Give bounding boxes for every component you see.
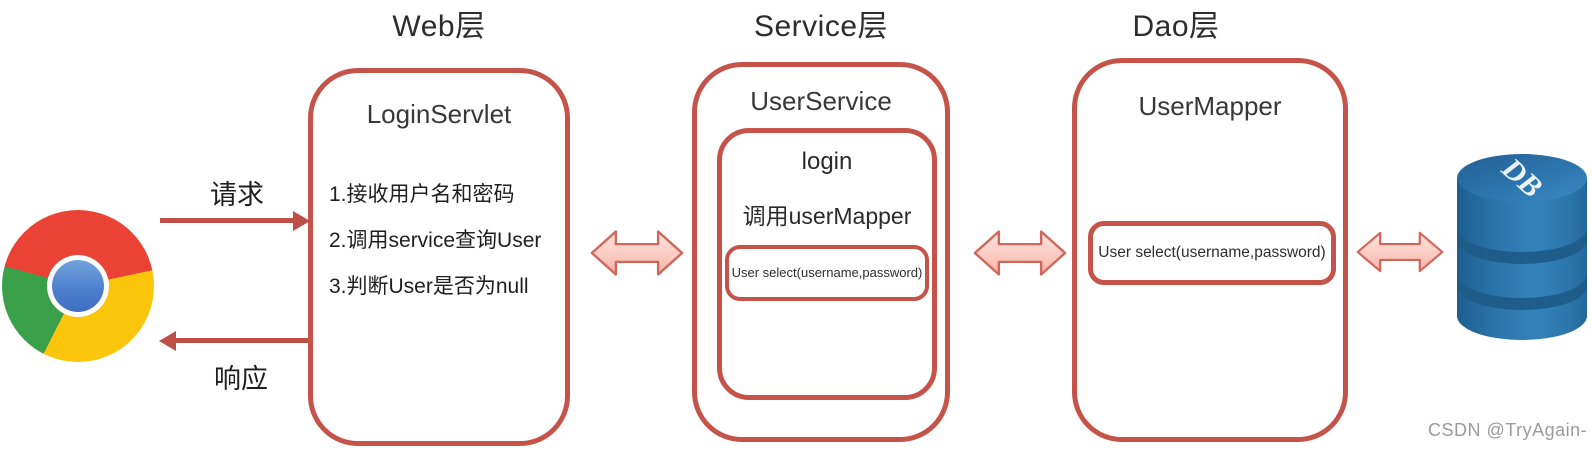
login-servlet-steps: 1.接收用户名和密码 2.调用service查询User 3.判断User是否为… <box>329 183 541 321</box>
dao-db-double-arrow-icon <box>1356 231 1444 273</box>
response-arrowhead-icon <box>159 331 176 351</box>
servlet-step-3: 3.判断User是否为null <box>329 275 529 298</box>
response-arrow-line <box>175 338 308 343</box>
chrome-browser-icon <box>2 210 154 362</box>
watermark-text: CSDN @TryAgain- <box>1428 420 1588 440</box>
login-method-name: login <box>801 148 853 175</box>
user-mapper-title: UserMapper <box>1138 91 1282 121</box>
request-arrow-line <box>160 218 296 223</box>
mapper-select-method-box: User select(username,password) <box>1088 221 1336 285</box>
user-mapper-box: UserMapper User select(username,password… <box>1072 58 1348 442</box>
request-arrowhead-icon <box>293 211 310 231</box>
user-service-title: UserService <box>750 86 892 116</box>
user-service-box: UserService login 调用userMapper User sele… <box>692 62 950 442</box>
login-method-box: login 调用userMapper User select(username,… <box>717 128 937 400</box>
servlet-step-2: 2.调用service查询User <box>329 229 542 252</box>
dao-layer-title: Dao层 <box>1132 10 1220 43</box>
chrome-blue-center <box>52 260 104 312</box>
service-mapper-call-box: User select(username,password) <box>725 245 929 301</box>
service-dao-double-arrow-icon <box>973 230 1067 276</box>
web-layer-title: Web层 <box>392 10 486 43</box>
database-cylinder-icon: DB <box>1457 151 1587 340</box>
login-servlet-box: LoginServlet 1.接收用户名和密码 2.调用service查询Use… <box>308 68 570 446</box>
login-servlet-title: LoginServlet <box>366 99 512 129</box>
login-method-call-note: 调用userMapper <box>742 203 912 229</box>
response-label: 响应 <box>214 364 268 394</box>
request-label: 请求 <box>210 180 264 210</box>
servlet-step-1: 1.接收用户名和密码 <box>329 183 515 206</box>
web-service-double-arrow-icon <box>590 230 684 276</box>
service-layer-title: Service层 <box>753 10 889 43</box>
